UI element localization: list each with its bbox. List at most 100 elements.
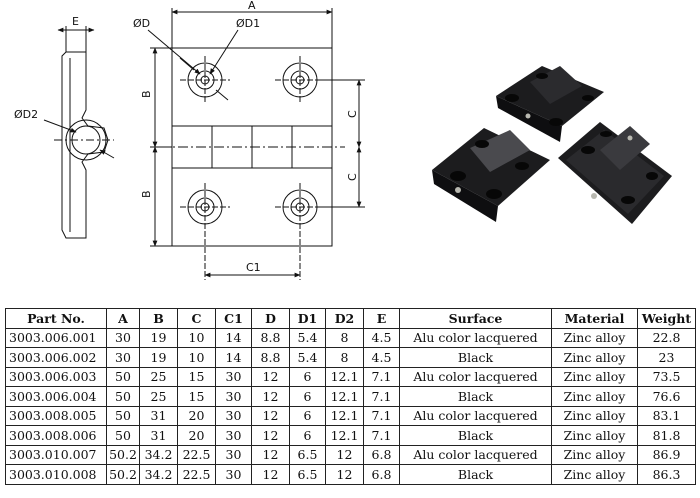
header-e: E xyxy=(363,308,400,329)
cell-e: 6.8 xyxy=(363,464,400,485)
cell-surface: Alu color lacquered xyxy=(399,405,552,426)
dim-label-d: ØD xyxy=(133,17,150,30)
cell-c: 22.5 xyxy=(177,444,216,465)
cell-part-no: 3003.008.005 xyxy=(5,405,107,426)
cell-d2: 12.1 xyxy=(325,405,364,426)
cell-d1: 6.5 xyxy=(289,464,326,485)
cell-c: 15 xyxy=(177,366,216,387)
technical-drawing: E ØD2 xyxy=(14,0,672,280)
cell-d2: 12.1 xyxy=(325,425,364,446)
cell-part-no: 3003.006.001 xyxy=(5,327,107,348)
dim-label-c-top: C xyxy=(346,110,359,118)
cell-d: 8.8 xyxy=(251,327,290,348)
cell-part-no: 3003.006.002 xyxy=(5,347,107,368)
cell-c: 20 xyxy=(177,425,216,446)
dim-label-b-top: B xyxy=(140,90,153,98)
cell-d1: 6 xyxy=(289,386,326,407)
cell-d1: 5.4 xyxy=(289,347,326,368)
product-photo-hinge-top xyxy=(496,66,604,142)
cell-surface: Black xyxy=(399,464,552,485)
cell-a: 50.2 xyxy=(106,444,140,465)
cell-weight: 86.9 xyxy=(637,444,696,465)
cell-d: 12 xyxy=(251,386,290,407)
header-a: A xyxy=(106,308,140,329)
header-material: Material xyxy=(551,308,638,329)
product-photo-hinge-left xyxy=(432,128,550,222)
cell-c: 20 xyxy=(177,405,216,426)
cell-b: 31 xyxy=(139,405,178,426)
cell-b: 34.2 xyxy=(139,444,178,465)
header-d2: D2 xyxy=(325,308,364,329)
cell-weight: 22.8 xyxy=(637,327,696,348)
cell-surface: Alu color lacquered xyxy=(399,366,552,387)
dim-label-c-bottom: C xyxy=(346,173,359,181)
cell-d1: 6 xyxy=(289,425,326,446)
cell-d1: 5.4 xyxy=(289,327,326,348)
dim-label-a: A xyxy=(248,0,256,12)
cell-part-no: 3003.008.006 xyxy=(5,425,107,446)
cell-e: 6.8 xyxy=(363,444,400,465)
cell-surface: Black xyxy=(399,386,552,407)
cell-e: 7.1 xyxy=(363,386,400,407)
cell-weight: 73.5 xyxy=(637,366,696,387)
side-view xyxy=(43,26,115,239)
cell-a: 50 xyxy=(106,386,140,407)
cell-c1: 14 xyxy=(215,327,252,348)
cell-weight: 76.6 xyxy=(637,386,696,407)
cell-d2: 8 xyxy=(325,327,364,348)
cell-a: 50 xyxy=(106,405,140,426)
product-photo-hinge-right xyxy=(558,122,672,224)
cell-weight: 23 xyxy=(637,347,696,368)
cell-weight: 83.1 xyxy=(637,405,696,426)
cell-d1: 6.5 xyxy=(289,444,326,465)
cell-surface: Black xyxy=(399,425,552,446)
cell-a: 50.2 xyxy=(106,464,140,485)
cell-c: 10 xyxy=(177,327,216,348)
cell-material: Zinc alloy xyxy=(551,327,638,348)
cell-e: 7.1 xyxy=(363,425,400,446)
cell-material: Zinc alloy xyxy=(551,347,638,368)
header-surface: Surface xyxy=(399,308,552,329)
dim-label-b-bottom: B xyxy=(140,190,153,198)
cell-e: 4.5 xyxy=(363,347,400,368)
cell-e: 4.5 xyxy=(363,327,400,348)
cell-b: 34.2 xyxy=(139,464,178,485)
cell-c1: 30 xyxy=(215,425,252,446)
cell-c: 22.5 xyxy=(177,464,216,485)
cell-part-no: 3003.010.008 xyxy=(5,464,107,485)
cell-a: 30 xyxy=(106,327,140,348)
cell-d2: 8 xyxy=(325,347,364,368)
cell-a: 50 xyxy=(106,366,140,387)
cell-surface: Alu color lacquered xyxy=(399,444,552,465)
cell-c: 10 xyxy=(177,347,216,368)
cell-material: Zinc alloy xyxy=(551,366,638,387)
header-c1: C1 xyxy=(215,308,252,329)
cell-c1: 30 xyxy=(215,444,252,465)
cell-part-no: 3003.006.003 xyxy=(5,366,107,387)
header-part-no: Part No. xyxy=(5,308,107,329)
spec-table: Part No. A B C C1 D D1 D2 E Surface Mate… xyxy=(5,308,696,485)
front-view xyxy=(147,8,365,280)
cell-c1: 30 xyxy=(215,405,252,426)
cell-d: 12 xyxy=(251,444,290,465)
cell-material: Zinc alloy xyxy=(551,425,638,446)
dim-label-d1: ØD1 xyxy=(236,17,260,30)
header-d: D xyxy=(251,308,290,329)
cell-d2: 12 xyxy=(325,444,364,465)
cell-c1: 30 xyxy=(215,386,252,407)
cell-part-no: 3003.010.007 xyxy=(5,444,107,465)
cell-b: 25 xyxy=(139,386,178,407)
header-d1: D1 xyxy=(289,308,326,329)
cell-b: 19 xyxy=(139,327,178,348)
cell-c1: 30 xyxy=(215,464,252,485)
cell-e: 7.1 xyxy=(363,405,400,426)
cell-d2: 12.1 xyxy=(325,386,364,407)
cell-d: 8.8 xyxy=(251,347,290,368)
cell-weight: 81.8 xyxy=(637,425,696,446)
cell-b: 31 xyxy=(139,425,178,446)
